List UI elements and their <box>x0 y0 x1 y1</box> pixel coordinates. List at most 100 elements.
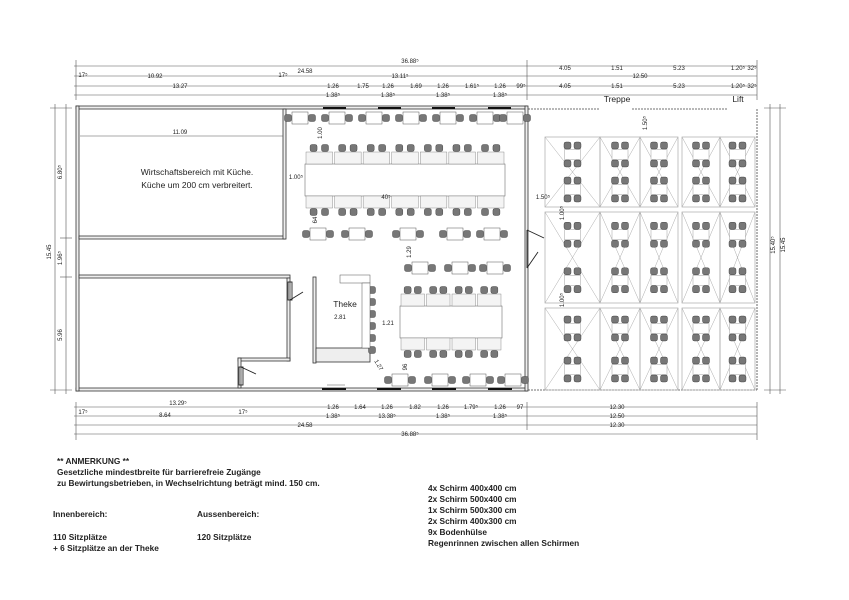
dimension-label: 1.26 <box>382 84 394 90</box>
table <box>334 195 362 209</box>
chair-icon <box>660 240 668 248</box>
chair-icon <box>563 374 572 383</box>
chair-icon <box>452 208 461 216</box>
dimension-label: 1.96⁵ <box>57 250 64 265</box>
table <box>564 184 581 195</box>
table <box>309 227 327 241</box>
dimension-label: 17⁵ <box>238 409 248 416</box>
chair-icon <box>424 144 432 152</box>
table <box>729 364 746 375</box>
chair-icon <box>452 144 461 152</box>
chair-icon <box>702 374 710 383</box>
dimension-label: 1.26 <box>494 84 506 90</box>
dimension-label: 4.05 <box>559 84 571 90</box>
long-table <box>304 163 506 197</box>
chair-icon <box>416 230 424 238</box>
chair-icon <box>692 222 700 230</box>
chair-icon <box>738 356 747 365</box>
chair-icon <box>611 176 619 185</box>
dimension-label: 1.51 <box>611 66 623 72</box>
long-table <box>399 305 503 339</box>
chair-icon <box>573 333 582 342</box>
chair-icon <box>650 333 658 342</box>
table <box>611 229 629 240</box>
dimension-label: 97 <box>517 405 524 411</box>
chair-icon <box>738 159 747 168</box>
dimension-label: 1.75 <box>357 84 369 90</box>
umbrella-ribs <box>681 307 721 391</box>
chair-icon <box>338 144 346 152</box>
chair-icon <box>338 208 346 216</box>
chair-icon <box>728 356 737 365</box>
dimension-label: 1.26 <box>327 405 339 411</box>
dimension-label: 36.88⁵ <box>401 58 419 65</box>
table <box>477 195 505 209</box>
dimension-label: 1.20⁵ <box>731 65 746 72</box>
chair-icon <box>341 230 349 238</box>
dimension-label: 17⁵ <box>78 409 88 416</box>
chair-icon <box>728 315 737 324</box>
table <box>729 275 746 286</box>
chair-icon <box>497 376 505 384</box>
chair-icon <box>481 208 489 216</box>
chair-icon <box>563 333 572 342</box>
umbrella-ribs <box>639 211 679 304</box>
equipment-item: 2x Schirm 400x300 cm <box>428 516 517 526</box>
table <box>692 229 710 240</box>
chair-icon <box>358 114 366 122</box>
dimension-label: 12.50 <box>632 74 648 80</box>
chair-icon <box>448 376 456 384</box>
chair-icon <box>464 144 472 152</box>
furniture <box>284 111 531 387</box>
chair-icon <box>728 222 737 230</box>
dimension-label: 24.58 <box>297 69 313 75</box>
label-lift: Lift <box>732 94 744 104</box>
chair-icon <box>702 159 710 168</box>
chair-icon <box>378 144 386 152</box>
chair-icon <box>611 267 619 275</box>
chair-icon <box>660 315 668 324</box>
indoor-label: Innenbereich: <box>53 509 108 519</box>
dimension-label: 32⁵ <box>747 65 757 72</box>
chair-icon <box>728 285 737 293</box>
note-line-1: Gesetzliche mindestbreite für barrierefr… <box>57 467 261 477</box>
chair-icon <box>476 230 484 238</box>
chair-icon <box>650 176 658 185</box>
dimension-label: 1.38⁵ <box>493 413 508 420</box>
chair-icon <box>702 333 710 342</box>
table <box>692 184 710 195</box>
doors <box>238 229 545 386</box>
chair-icon <box>650 267 658 275</box>
umbrella-ribs <box>639 307 679 391</box>
table <box>477 337 502 351</box>
chair-icon <box>563 285 572 293</box>
table <box>486 261 504 275</box>
chair-icon <box>650 240 658 248</box>
dimension-label: 8.64 <box>159 413 171 419</box>
chair-icon <box>692 176 700 185</box>
chair-icon <box>738 285 747 293</box>
chair-icon <box>650 222 658 230</box>
table <box>611 275 629 286</box>
chair-icon <box>573 141 582 150</box>
table <box>650 149 668 160</box>
chair-icon <box>439 350 448 358</box>
chair-icon <box>503 264 511 272</box>
table <box>504 373 522 387</box>
umbrella-ribs <box>599 136 641 208</box>
equipment-item: 2x Schirm 500x400 cm <box>428 494 517 504</box>
chair-icon <box>573 285 582 293</box>
dimension-label: 1.38⁵ <box>326 413 341 420</box>
chair-icon <box>481 144 489 152</box>
table <box>328 111 346 125</box>
chair-icon <box>479 264 487 272</box>
terrace-outline <box>528 108 758 391</box>
chair-icon <box>321 208 329 216</box>
chair-icon <box>384 376 392 384</box>
dimension-label: 1.00⁵ <box>559 205 566 220</box>
chair-icon <box>660 176 668 185</box>
table <box>469 373 487 387</box>
chair-icon <box>650 374 658 383</box>
chair-icon <box>621 222 629 230</box>
umbrella-outline <box>719 211 756 304</box>
